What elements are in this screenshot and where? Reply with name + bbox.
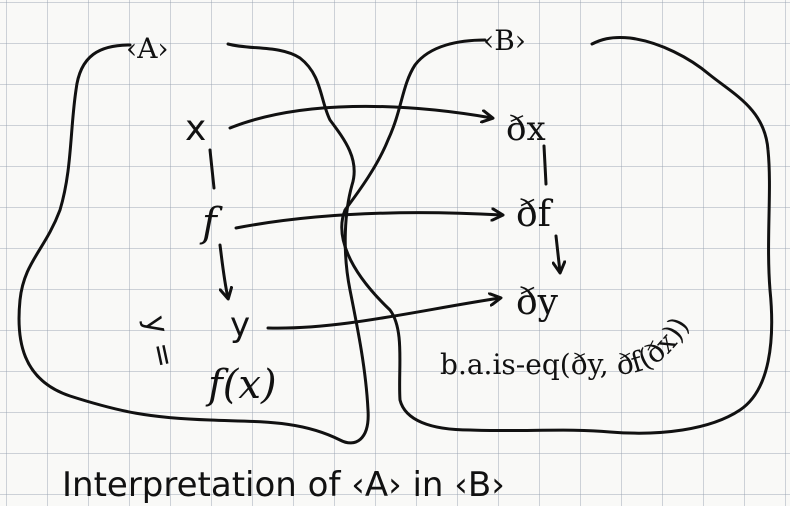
arrow-f-to-if	[234, 213, 502, 230]
node-ix: ðx	[506, 109, 546, 149]
node-iy: ðy	[516, 282, 559, 323]
node-fx: f(x)	[205, 362, 277, 408]
node-y: y	[230, 305, 250, 345]
set-b-label: ‹B›	[483, 24, 526, 57]
node-f: f	[199, 200, 223, 246]
diagram-caption: Interpretation of ‹A› in ‹B›	[62, 465, 505, 505]
if-to-iy-arrow	[556, 234, 560, 272]
arrow-x-to-ix	[228, 104, 492, 130]
set-b-boundary	[340, 36, 774, 435]
x-to-f-connector	[208, 148, 216, 190]
f-to-y-arrow	[218, 243, 228, 298]
set-a-label: ‹A›	[126, 32, 169, 65]
node-if: ðf	[516, 194, 554, 235]
y-equals-label: y =	[137, 312, 182, 371]
node-x: x	[185, 108, 206, 149]
equality-condition: b.a.is-eq(ðy, ðf(ðx))	[440, 311, 696, 381]
arrow-y-to-iy	[266, 298, 500, 330]
ix-to-if-connector	[542, 144, 548, 186]
set-a-boundary	[17, 42, 370, 445]
